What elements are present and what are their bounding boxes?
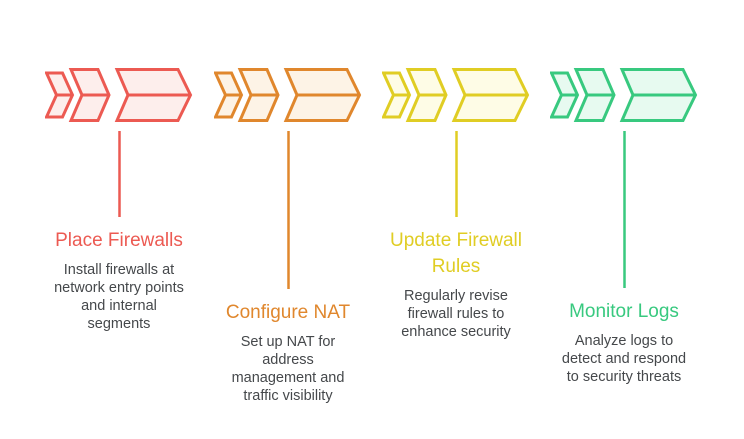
step-description: Set up NAT for address management and tr… <box>231 334 345 404</box>
step-description: Analyze logs to detect and respond to se… <box>561 333 687 385</box>
connector-line <box>286 131 290 289</box>
connector-line <box>454 131 458 217</box>
chevron-arrows-icon <box>382 68 530 122</box>
connector-line <box>622 131 626 288</box>
chevron-group <box>214 68 362 122</box>
step-title: Monitor Logs <box>569 301 679 322</box>
chevron-arrows-icon <box>45 68 193 122</box>
chevron-arrows-icon <box>214 68 362 122</box>
step-column-update-firewall-rules: Update Firewall Rules Regularly revise f… <box>366 68 546 341</box>
step-column-place-firewalls: Place Firewalls Install firewalls at net… <box>29 68 209 333</box>
step-description: Regularly revise firewall rules to enhan… <box>401 288 511 340</box>
chevron-group <box>45 68 193 122</box>
chevron-group <box>550 68 698 122</box>
step-title: Configure NAT <box>225 302 351 323</box>
chevron-arrows-icon <box>550 68 698 122</box>
step-title: Place Firewalls <box>55 230 183 251</box>
connector-line <box>117 131 121 217</box>
step-title: Update Firewall Rules <box>390 230 522 277</box>
chevron-group <box>382 68 530 122</box>
step-description: Install firewalls at network entry point… <box>54 262 184 332</box>
step-column-monitor-logs: Monitor Logs Analyze logs to detect and … <box>534 68 714 386</box>
step-column-configure-nat: Configure NAT Set up NAT for address man… <box>198 68 378 405</box>
